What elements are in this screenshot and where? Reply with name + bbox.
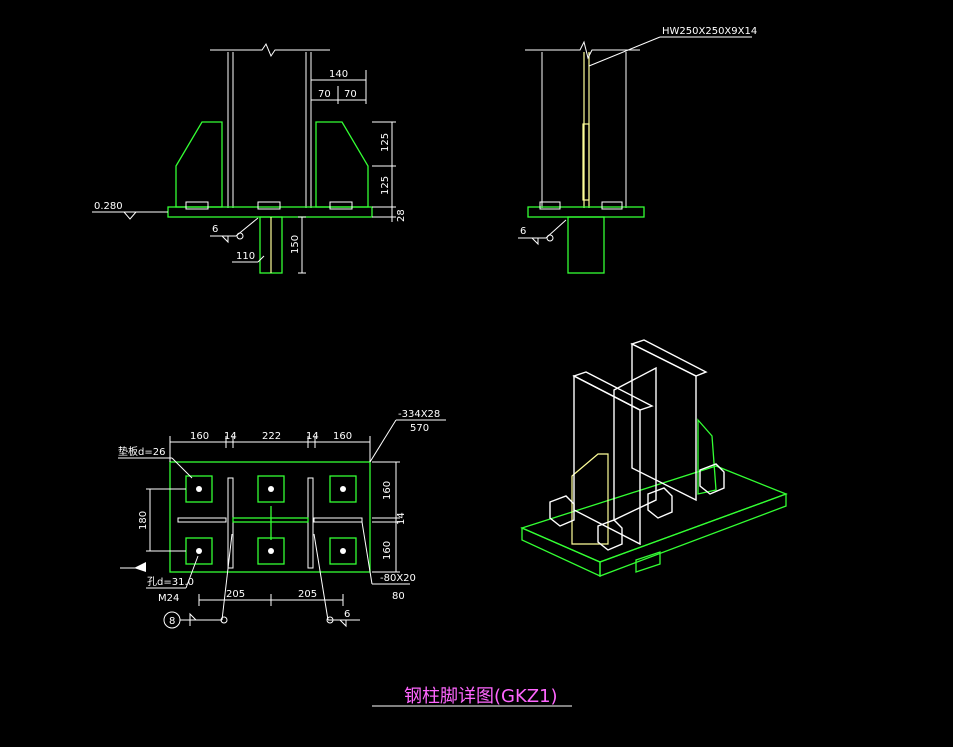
stiffener-label: -80X20 (380, 573, 416, 584)
plan-dim-bottom-0: 205 (226, 589, 245, 600)
plan-dim-bottom-1: 205 (298, 589, 317, 600)
hole-label: 垫板d=26 (118, 445, 165, 458)
plate-size: 570 (410, 423, 429, 434)
section-label: HW250X250X9X14 (662, 26, 757, 37)
plan-dim-top-2: 222 (262, 431, 281, 442)
plan-dim-right-0: 160 (382, 481, 393, 500)
plan-dim-top-0: 160 (190, 431, 209, 442)
stiffener-length: 80 (392, 591, 405, 602)
side-weld-size: 6 (520, 226, 526, 237)
plan-weld-size: 6 (344, 609, 350, 620)
plan-view: 160 14 222 14 160 -334X28 570 160 14 160… (118, 409, 446, 629)
dim-top-left: 70 (318, 89, 331, 100)
plan-dim-top-1: 14 (224, 431, 237, 442)
anchor-bolt-label: M24 (158, 593, 179, 604)
side-view: HW250X250X9X14 6 (518, 26, 757, 274)
dim-stiff-lower: 125 (380, 176, 391, 195)
detail-mark: 8 (169, 616, 175, 627)
dim-top-right: 70 (344, 89, 357, 100)
plate-label: -334X28 (398, 409, 440, 420)
elevation-level-label: 0.280 (94, 201, 123, 212)
plan-dim-top-3: 14 (306, 431, 319, 442)
plan-dim-left: 180 (138, 511, 149, 530)
left-stiffener (175, 121, 223, 208)
anchor-bolts (185, 475, 357, 565)
plan-base-plate (169, 461, 371, 573)
dim-stiff-upper: 125 (380, 133, 391, 152)
elevation-weld-size: 6 (212, 224, 218, 235)
shear-key-width-label: 110 (236, 251, 255, 262)
elevation-view: 0.280 6 110 150 140 70 70 125 125 28 (92, 42, 407, 274)
plan-dim-right-2: 160 (382, 541, 393, 560)
anchor-hole-label: 孔d=31.0 (147, 576, 194, 588)
right-stiffener (315, 121, 369, 208)
shear-key-depth-label: 150 (290, 235, 301, 254)
drawing-title: 钢柱脚详图(GKZ1) (404, 686, 558, 707)
plan-dim-right-1: 14 (396, 512, 407, 525)
dim-plate-thk: 28 (396, 209, 407, 222)
drawing-title-block: 钢柱脚详图(GKZ1) (372, 686, 572, 707)
dim-top-total: 140 (329, 69, 348, 80)
isometric-view (520, 339, 788, 578)
iso-bolts (549, 463, 725, 551)
plan-dim-top-4: 160 (333, 431, 352, 442)
